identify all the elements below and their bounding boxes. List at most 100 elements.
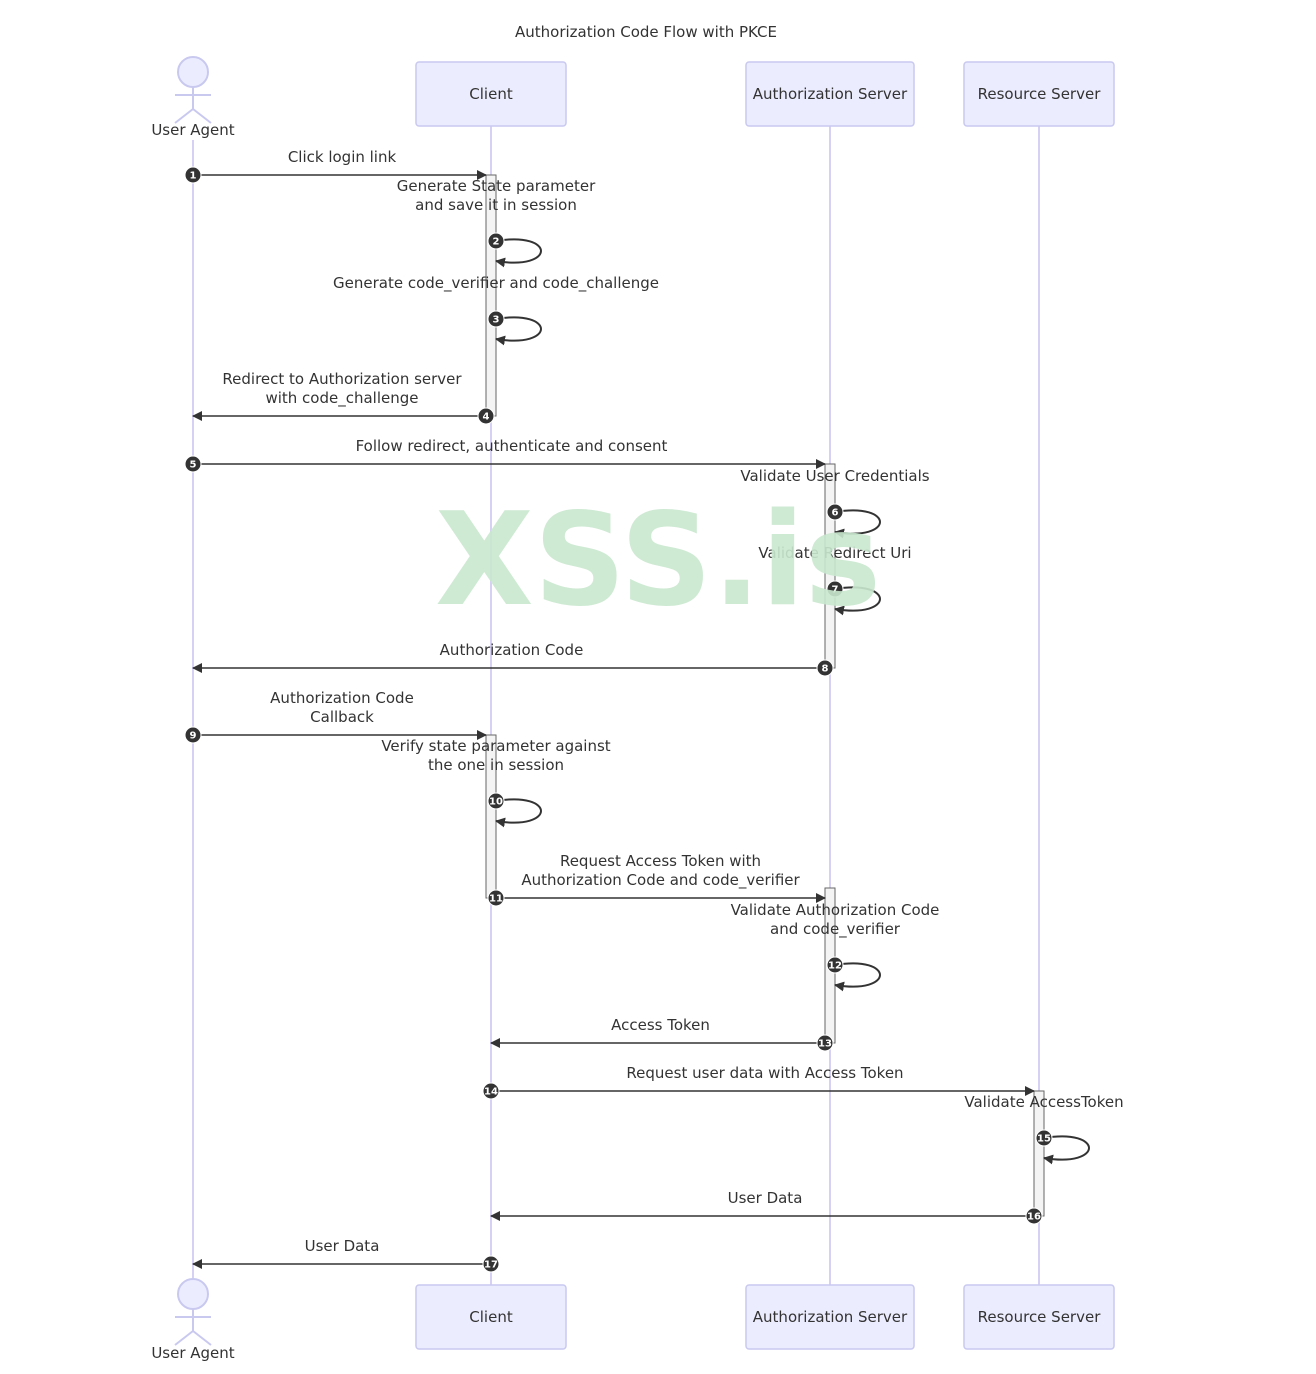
sequence-number: 14: [484, 1087, 498, 1098]
message-label: Validate Authorization Code: [731, 901, 940, 919]
sequence-number: 6: [832, 508, 839, 519]
sequence-number: 10: [489, 797, 503, 808]
message-label: Validate AccessToken: [964, 1093, 1123, 1111]
message-7: Validate Redirect Uri 7: [758, 544, 912, 616]
participant-ua-bottom: User Agent: [151, 1278, 235, 1362]
participant-label: Authorization Server: [753, 1308, 908, 1326]
sequence-number-badge: [487, 310, 505, 328]
message-label: Request Access Token with: [560, 852, 761, 870]
message-label: User Data: [305, 1237, 380, 1255]
message-label: Generate code_verifier and code_challeng…: [333, 274, 659, 293]
message-17: User Data 17: [192, 1237, 500, 1273]
sequence-number: 9: [190, 731, 197, 742]
sequence-number-badge: [826, 580, 844, 598]
participant-label: Authorization Server: [753, 85, 908, 103]
sequence-number-badge: [816, 659, 834, 677]
self-message-arrow: [495, 238, 542, 268]
message-14: Request user data with Access Token 14: [482, 1064, 1035, 1100]
participant-label: Resource Server: [978, 85, 1102, 103]
message-label: Redirect to Authorization server: [222, 370, 462, 388]
participant-label: User Agent: [151, 121, 234, 139]
self-message-arrow: [834, 586, 881, 616]
sequence-number-badge: [1035, 1129, 1053, 1147]
participant-box: [415, 1284, 567, 1350]
sequence-number: 4: [483, 412, 490, 423]
participant-client-top: Client: [415, 61, 567, 127]
sequence-number-badge: [184, 726, 202, 744]
message-label: Request user data with Access Token: [626, 1064, 903, 1082]
sequence-number-badge: [184, 455, 202, 473]
sequence-number: 7: [832, 585, 839, 596]
participant-box: [745, 61, 915, 127]
sequence-number-badge: [487, 792, 505, 810]
participant-label: User Agent: [151, 1344, 234, 1362]
message-label: and code_verifier: [770, 920, 901, 939]
actor-leg-icon: [192, 1330, 212, 1346]
sequence-number: 3: [493, 315, 500, 326]
activation-bars: [485, 174, 1045, 1217]
sequence-number-badge: [1025, 1207, 1043, 1225]
participant-label: Resource Server: [978, 1308, 1102, 1326]
message-label: Follow redirect, authenticate and consen…: [356, 437, 668, 455]
sequence-number-badge: [482, 1255, 500, 1273]
message-label: the one in session: [428, 756, 564, 774]
message-label: Verify state parameter against: [381, 737, 610, 755]
sequence-number-badge: [482, 1082, 500, 1100]
message-label: Callback: [310, 708, 374, 726]
message-label: Authorization Code: [440, 641, 584, 659]
participant-as-bottom: Authorization Server: [745, 1284, 915, 1350]
participant-rs-bottom: Resource Server: [963, 1284, 1115, 1350]
actor-head-icon: [177, 1278, 209, 1310]
sequence-number: 12: [828, 961, 842, 972]
sequence-number-badge: [487, 232, 505, 250]
message-label: Validate User Credentials: [740, 467, 929, 485]
actor-leg-icon: [174, 108, 194, 124]
message-6: Validate User Credentials 6: [740, 467, 930, 539]
participant-ua-top: User Agent: [151, 56, 235, 139]
message-3: Generate code_verifier and code_challeng…: [333, 274, 659, 346]
self-message-arrow: [1043, 1135, 1090, 1165]
message-label: with code_challenge: [265, 389, 418, 408]
sequence-number-badge: [826, 503, 844, 521]
participant-box: [963, 61, 1115, 127]
self-message-arrow: [834, 509, 881, 539]
participant-box: [745, 1284, 915, 1350]
sequence-number: 13: [818, 1039, 832, 1050]
watermark-text: XSS.is: [435, 486, 881, 635]
actor-head-icon: [177, 56, 209, 88]
self-message-arrow: [834, 962, 881, 992]
participant-client-bottom: Client: [415, 1284, 567, 1350]
sequence-number: 11: [489, 894, 503, 905]
message-label: Generate State parameter: [397, 177, 596, 195]
message-label: Authorization Code: [270, 689, 414, 707]
sequence-number: 17: [484, 1260, 498, 1271]
participant-rs-top: Resource Server: [963, 61, 1115, 127]
sequence-number-badge: [816, 1034, 834, 1052]
sequence-number-badge: [826, 956, 844, 974]
participant-label: Client: [469, 1308, 513, 1326]
participant-box: [415, 61, 567, 127]
message-label: User Data: [728, 1189, 803, 1207]
sequence-number-badge: [477, 407, 495, 425]
message-label: Validate Redirect Uri: [758, 544, 911, 562]
sequence-number: 5: [190, 460, 197, 471]
message-label: Click login link: [288, 148, 397, 166]
self-message-arrow: [495, 798, 542, 828]
sequence-number: 2: [493, 237, 500, 248]
sequence-number-badge: [184, 166, 202, 184]
actor-leg-icon: [192, 108, 212, 124]
participant-as-top: Authorization Server: [745, 61, 915, 127]
